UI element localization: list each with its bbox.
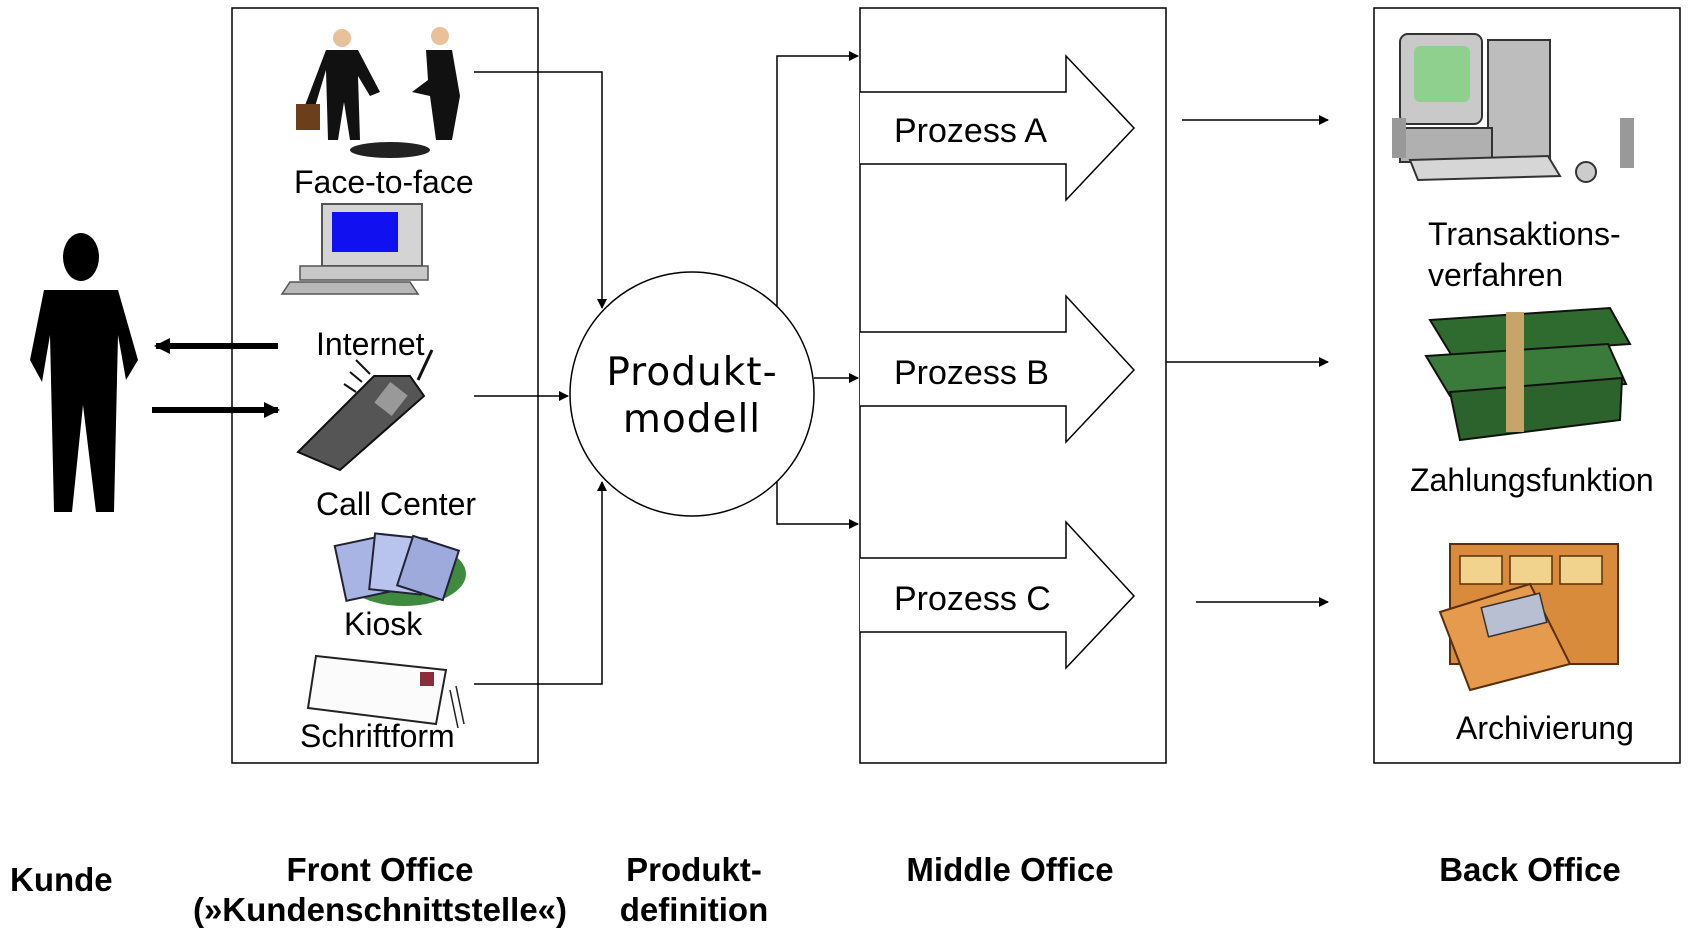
front-office-box [231, 7, 539, 764]
produkt-title-line2: definition [619, 891, 769, 929]
front-office-title-line1: Front Office [286, 851, 474, 888]
process-c-label: Prozess C [894, 580, 1051, 618]
column-produkt-title: Produkt- definition [604, 850, 784, 931]
money-stacks-icon [1424, 306, 1632, 442]
transaktion-line1: Transaktions- [1428, 216, 1621, 252]
column-middle-office-title: Middle Office [906, 851, 1114, 888]
envelope-icon [306, 654, 465, 729]
column-front-office-title: Front Office (»Kundenschnittstelle«) [170, 850, 590, 931]
handshake-icon [296, 27, 460, 158]
connector-product-to-middle-bottom [776, 482, 859, 529]
channel-kiosk-label: Kiosk [344, 606, 423, 642]
process-a-arrow [860, 54, 1136, 202]
computer-icon [280, 203, 429, 295]
brochures-icon [333, 532, 466, 606]
transaktion-label: Transaktions- verfahren [1428, 214, 1621, 296]
product-model-line2: modell [622, 396, 762, 442]
column-kunde-title: Kunde [10, 861, 113, 898]
workstation-icon [1392, 33, 1634, 183]
process-a-label: Prozess A [894, 112, 1048, 150]
product-model-line1: Produkt- [606, 350, 778, 395]
archiv-label: Archivierung [1456, 710, 1634, 746]
connector-product-to-middle-top [776, 51, 859, 306]
back-office-box [1373, 7, 1681, 764]
process-b-arrow [860, 294, 1136, 444]
channel-face-to-face-label: Face-to-face [294, 164, 474, 200]
mobile-phone-icon [296, 349, 434, 472]
zahlung-label: Zahlungsfunktion [1410, 462, 1654, 498]
product-model-label: Produkt- modell [606, 350, 777, 444]
process-b-label: Prozess B [894, 354, 1049, 392]
transaktion-line2: verfahren [1428, 256, 1564, 293]
product-model-circle [569, 271, 815, 517]
channel-call-center-label: Call Center [316, 486, 477, 522]
front-office-title-line2: (»Kundenschnittstelle«) [192, 891, 568, 929]
process-c-arrow [860, 520, 1136, 670]
column-back-office-title: Back Office [1439, 851, 1621, 888]
channel-schriftform-label: Schriftform [300, 718, 455, 754]
channel-internet-label: Internet [316, 326, 425, 362]
produkt-title-line1: Produkt- [626, 851, 762, 888]
connector-face-to-product [474, 71, 607, 309]
file-cabinet-icon [1438, 543, 1619, 692]
customer-person-icon [30, 233, 138, 512]
connector-letter-to-product [474, 481, 607, 685]
